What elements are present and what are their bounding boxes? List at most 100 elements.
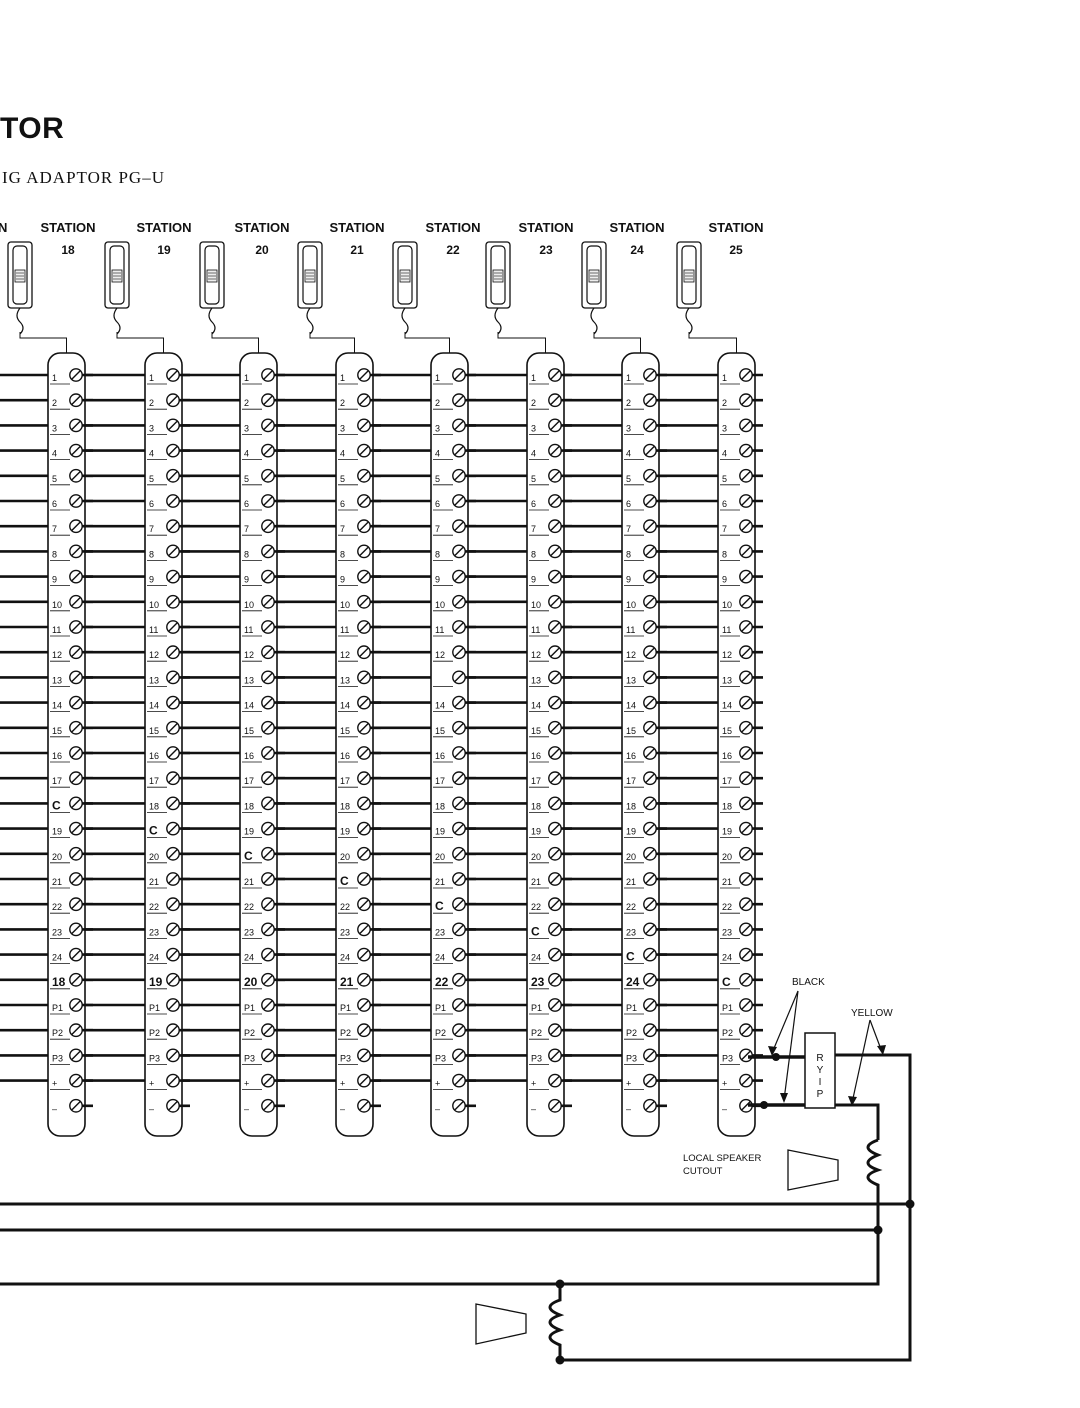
terminal-label: 22 [52, 902, 62, 912]
terminal-label: 15 [722, 726, 732, 736]
station-number: 19 [157, 243, 171, 257]
terminal-strip-22: 1234567891011121415161718192021C232422P1… [430, 352, 476, 1137]
terminal-label: 6 [149, 499, 154, 509]
terminal-label: 20 [435, 852, 445, 862]
terminal-label: P1 [340, 1003, 351, 1013]
terminal-label: 14 [52, 701, 62, 711]
terminal-label: 3 [244, 423, 249, 433]
station-number: 20 [255, 243, 269, 257]
terminal-label: 1 [244, 373, 249, 383]
terminal-label: 4 [435, 449, 440, 459]
terminal-label: C [531, 924, 540, 938]
terminal-label: 5 [722, 474, 727, 484]
junction-dot [760, 1101, 768, 1109]
terminal-label: 6 [531, 499, 536, 509]
terminal-label: 7 [340, 524, 345, 534]
terminal-label: 2 [435, 398, 440, 408]
black-arrow-1 [771, 990, 799, 1054]
terminal-label: 21 [435, 877, 445, 887]
terminal-label: C [722, 975, 731, 989]
terminal-label: 11 [340, 625, 349, 635]
terminal-label: 22 [340, 902, 350, 912]
terminal-label: 18 [244, 801, 254, 811]
station-cord [404, 332, 450, 355]
terminal-strip-24: 1234567891011121314151617181920212223C24… [621, 352, 667, 1137]
terminal-label: 10 [626, 600, 636, 610]
terminal-label: 10 [340, 600, 350, 610]
terminal-label: 11 [244, 625, 253, 635]
terminal-label: C [626, 950, 635, 964]
terminal-label: 24 [435, 953, 445, 963]
terminal-label: P3 [149, 1053, 160, 1063]
terminal-label: 24 [531, 953, 541, 963]
terminal-label: 17 [244, 776, 254, 786]
black-label: BLACK [792, 977, 825, 988]
page-title: TOR [0, 112, 65, 145]
terminal-label: 16 [340, 751, 350, 761]
terminal-label: 1 [626, 373, 631, 383]
yellow-label: YELLOW [851, 1008, 893, 1019]
terminal-label: 5 [149, 474, 154, 484]
station-label: STATION [425, 220, 480, 235]
terminal-label: 23 [626, 927, 636, 937]
terminal-label: 13 [52, 675, 62, 685]
terminal-label: 6 [52, 499, 57, 509]
terminal-label: 15 [149, 726, 159, 736]
terminal-label: 4 [52, 449, 57, 459]
station-label-fragment: N [0, 220, 7, 235]
terminal-label: 2 [531, 398, 536, 408]
terminal-strip-21: 1234567891011121314151617181920C22232421… [335, 352, 381, 1137]
telephone-icon [104, 241, 130, 335]
terminal-label: 9 [340, 575, 345, 585]
junction-dot [873, 1225, 883, 1235]
terminal-label: 7 [244, 524, 249, 534]
terminal-label: 1 [149, 373, 154, 383]
terminal-label: 11 [435, 625, 444, 635]
station-number: 23 [539, 243, 553, 257]
terminal-label: + [722, 1079, 727, 1089]
terminal-label: P2 [149, 1028, 160, 1038]
terminal-label: 8 [626, 549, 631, 559]
terminal-label: 9 [244, 575, 249, 585]
terminal-label: 8 [531, 549, 536, 559]
terminal-label: P1 [531, 1003, 542, 1013]
terminal-label: 20 [626, 852, 636, 862]
terminal-label: 6 [722, 499, 727, 509]
telephone-icon [7, 241, 33, 335]
terminal-label: 3 [435, 423, 440, 433]
telephone-sets: STATION18STATION19STATION20STATION21STAT… [7, 220, 764, 355]
terminal-label: 1 [722, 373, 727, 383]
relay-coil [866, 1138, 883, 1230]
terminal-label: 24 [244, 953, 254, 963]
terminal-label: 21 [244, 877, 254, 887]
terminal-label: 24 [52, 953, 62, 963]
terminal-label: 6 [244, 499, 249, 509]
terminal-label: 1 [340, 373, 345, 383]
terminal-label: 11 [531, 625, 540, 635]
terminal-label: 3 [149, 423, 154, 433]
terminal-label: P3 [244, 1053, 255, 1063]
terminal-label: 20 [149, 852, 159, 862]
terminal-label: 11 [722, 625, 731, 635]
terminal-label: 23 [435, 927, 445, 937]
terminal-label: 17 [52, 776, 62, 786]
terminal-label: 13 [149, 675, 159, 685]
terminal-label: 20 [722, 852, 732, 862]
terminal-label: P2 [52, 1028, 63, 1038]
terminal-label: 16 [149, 751, 159, 761]
terminal-label: C [52, 798, 61, 812]
terminal-label: 14 [149, 701, 159, 711]
telephone-icon [581, 241, 607, 335]
terminal-label: 17 [435, 776, 445, 786]
station-cord [593, 332, 641, 355]
terminal-label: 8 [435, 549, 440, 559]
terminal-label: P3 [531, 1053, 542, 1063]
terminal-label: 11 [626, 625, 635, 635]
terminal-label: 7 [531, 524, 536, 534]
station-cord [19, 332, 67, 355]
terminal-label: – [52, 1104, 57, 1114]
